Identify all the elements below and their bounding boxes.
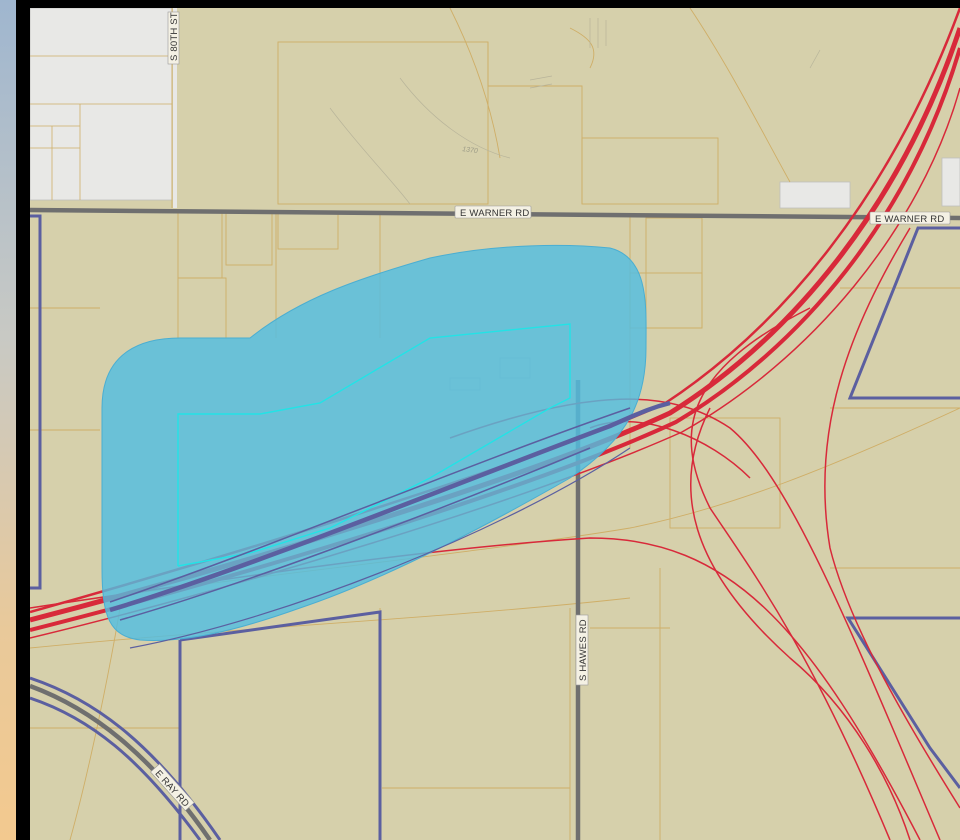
developed-area-lines bbox=[30, 55, 172, 200]
elevation-label: 1370 bbox=[462, 146, 479, 155]
study-area-buffer[interactable] bbox=[101, 244, 647, 641]
label-hawes: S HAWES RD bbox=[575, 614, 589, 686]
svg-text:S 80TH ST: S 80TH ST bbox=[169, 12, 180, 61]
map-canvas[interactable]: 1370 E bbox=[30, 8, 960, 840]
freeway-over-buffer bbox=[109, 400, 671, 649]
label-warner-east: E WARNER RD bbox=[869, 211, 951, 225]
study-area-outline bbox=[177, 323, 571, 567]
svg-text:S HAWES RD: S HAWES RD bbox=[578, 619, 589, 681]
svg-text:E WARNER RD: E WARNER RD bbox=[875, 214, 944, 225]
label-warner-west: E WARNER RD bbox=[454, 205, 532, 219]
boundary-lines bbox=[30, 214, 960, 840]
label-s80th: S 80TH ST bbox=[167, 11, 180, 65]
svg-text:E WARNER RD: E WARNER RD bbox=[460, 208, 529, 219]
parcel-lines bbox=[30, 8, 960, 840]
